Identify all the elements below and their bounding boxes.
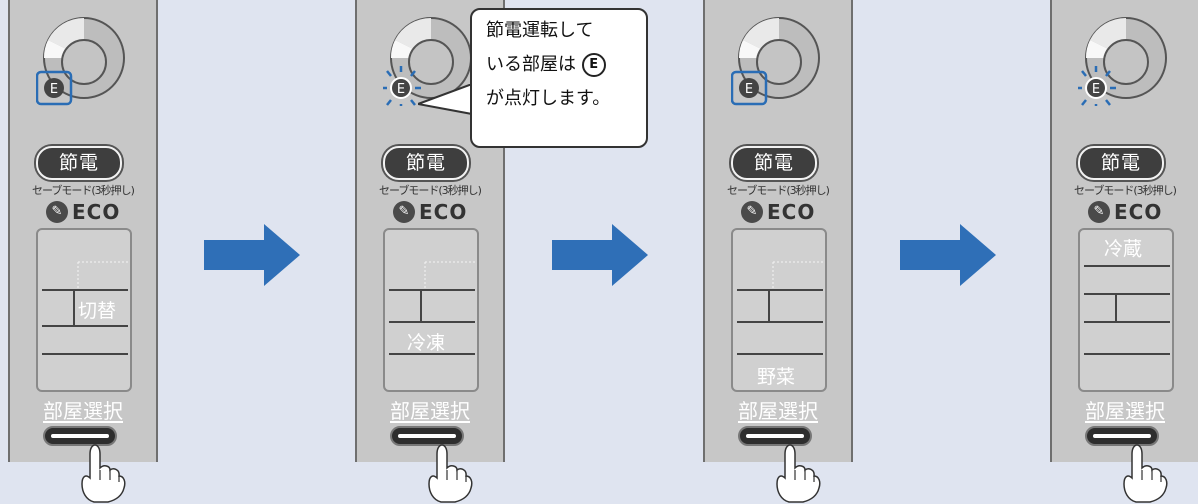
safe-mode-label: セーブモード(3秒押し) bbox=[727, 184, 830, 197]
svg-text:E: E bbox=[50, 82, 58, 97]
room-label: 野菜 bbox=[757, 366, 796, 388]
slot-lines bbox=[737, 261, 825, 355]
room-select-label: 部屋選択 bbox=[738, 399, 818, 423]
room-select-label: 部屋選択 bbox=[390, 399, 470, 423]
eco-logo: ✎ ECO bbox=[393, 200, 467, 224]
control-panel-3: E 節電 セーブモード(3秒押し) ✎ ECO 野菜 部屋選択 bbox=[703, 0, 853, 503]
right-arrow-icon bbox=[552, 224, 648, 286]
leaf-icon: ✎ bbox=[741, 201, 763, 223]
E-circle-icon: E bbox=[581, 53, 606, 77]
safe-mode-label: セーブモード(3秒押し) bbox=[379, 184, 482, 197]
pointing-hand-icon bbox=[428, 444, 473, 503]
room-slot: 切替 bbox=[36, 228, 132, 392]
eco-text: ECO bbox=[419, 200, 468, 224]
bubble-line-3: が点灯します。 bbox=[486, 88, 611, 109]
eco-logo: ✎ ECO bbox=[46, 200, 120, 224]
room-select-button[interactable] bbox=[1085, 426, 1159, 446]
room-select-button[interactable] bbox=[43, 426, 117, 446]
room-select-label: 部屋選択 bbox=[43, 399, 123, 423]
room-label: 冷蔵 bbox=[1104, 238, 1143, 260]
bubble-line-2: いる部屋は E bbox=[486, 48, 646, 82]
room-slot: 野菜 bbox=[731, 228, 827, 392]
room-select-button[interactable] bbox=[738, 426, 812, 446]
svg-text:E: E bbox=[397, 82, 405, 97]
eco-text: ECO bbox=[1114, 200, 1163, 224]
setsuden-button[interactable]: 節電 bbox=[383, 146, 469, 180]
room-slot: 冷凍 bbox=[383, 228, 479, 392]
leaf-icon: ✎ bbox=[1088, 201, 1110, 223]
room-label: 切替 bbox=[78, 300, 117, 322]
eco-logo: ✎ ECO bbox=[741, 200, 815, 224]
speech-bubble: 節電運転して いる部屋は E が点灯します。 bbox=[470, 8, 648, 148]
leaf-icon: ✎ bbox=[46, 201, 68, 223]
dial-indicator: E bbox=[383, 17, 472, 106]
room-select-button[interactable] bbox=[390, 426, 464, 446]
svg-text:E: E bbox=[1092, 82, 1100, 97]
eco-text: ECO bbox=[72, 200, 121, 224]
room-slot: 冷蔵 bbox=[1078, 228, 1174, 392]
eco-text: ECO bbox=[767, 200, 816, 224]
control-panel-1: E 節電 セーブモード(3秒押し) ✎ ECO 切替 部屋選択 bbox=[8, 0, 158, 503]
pointing-hand-icon bbox=[81, 444, 126, 503]
room-label: 冷凍 bbox=[407, 332, 446, 354]
bubble-line-2-text: いる部屋は bbox=[486, 54, 576, 75]
slot-lines bbox=[42, 261, 130, 355]
control-panel-4: E 節電 セーブモード(3秒押し) ✎ ECO 冷蔵 部屋選択 bbox=[1050, 0, 1198, 503]
pointing-hand-icon bbox=[1123, 444, 1168, 503]
dial-indicator: E bbox=[1078, 17, 1167, 106]
bubble-line-1: 節電運転して bbox=[486, 20, 594, 41]
setsuden-button[interactable]: 節電 bbox=[731, 146, 817, 180]
dial-indicator: E bbox=[36, 17, 125, 106]
safe-mode-label: セーブモード(3秒押し) bbox=[32, 184, 135, 197]
setsuden-button[interactable]: 節電 bbox=[1078, 146, 1164, 180]
right-arrow-icon bbox=[900, 224, 996, 286]
svg-text:E: E bbox=[745, 82, 753, 97]
leaf-icon: ✎ bbox=[393, 201, 415, 223]
pointing-hand-icon bbox=[776, 444, 821, 503]
room-select-label: 部屋選択 bbox=[1085, 399, 1165, 423]
control-panel-2: E 節電 セーブモード(3秒押し) ✎ ECO 冷凍 部屋選択 bbox=[355, 0, 505, 503]
safe-mode-label: セーブモード(3秒押し) bbox=[1074, 184, 1177, 197]
dial-indicator: E bbox=[731, 17, 820, 106]
slot-lines bbox=[1084, 265, 1170, 355]
bubble-tail bbox=[418, 84, 477, 116]
setsuden-button[interactable]: 節電 bbox=[36, 146, 122, 180]
right-arrow-icon bbox=[204, 224, 300, 286]
eco-logo: ✎ ECO bbox=[1088, 200, 1162, 224]
slot-lines bbox=[389, 261, 477, 355]
